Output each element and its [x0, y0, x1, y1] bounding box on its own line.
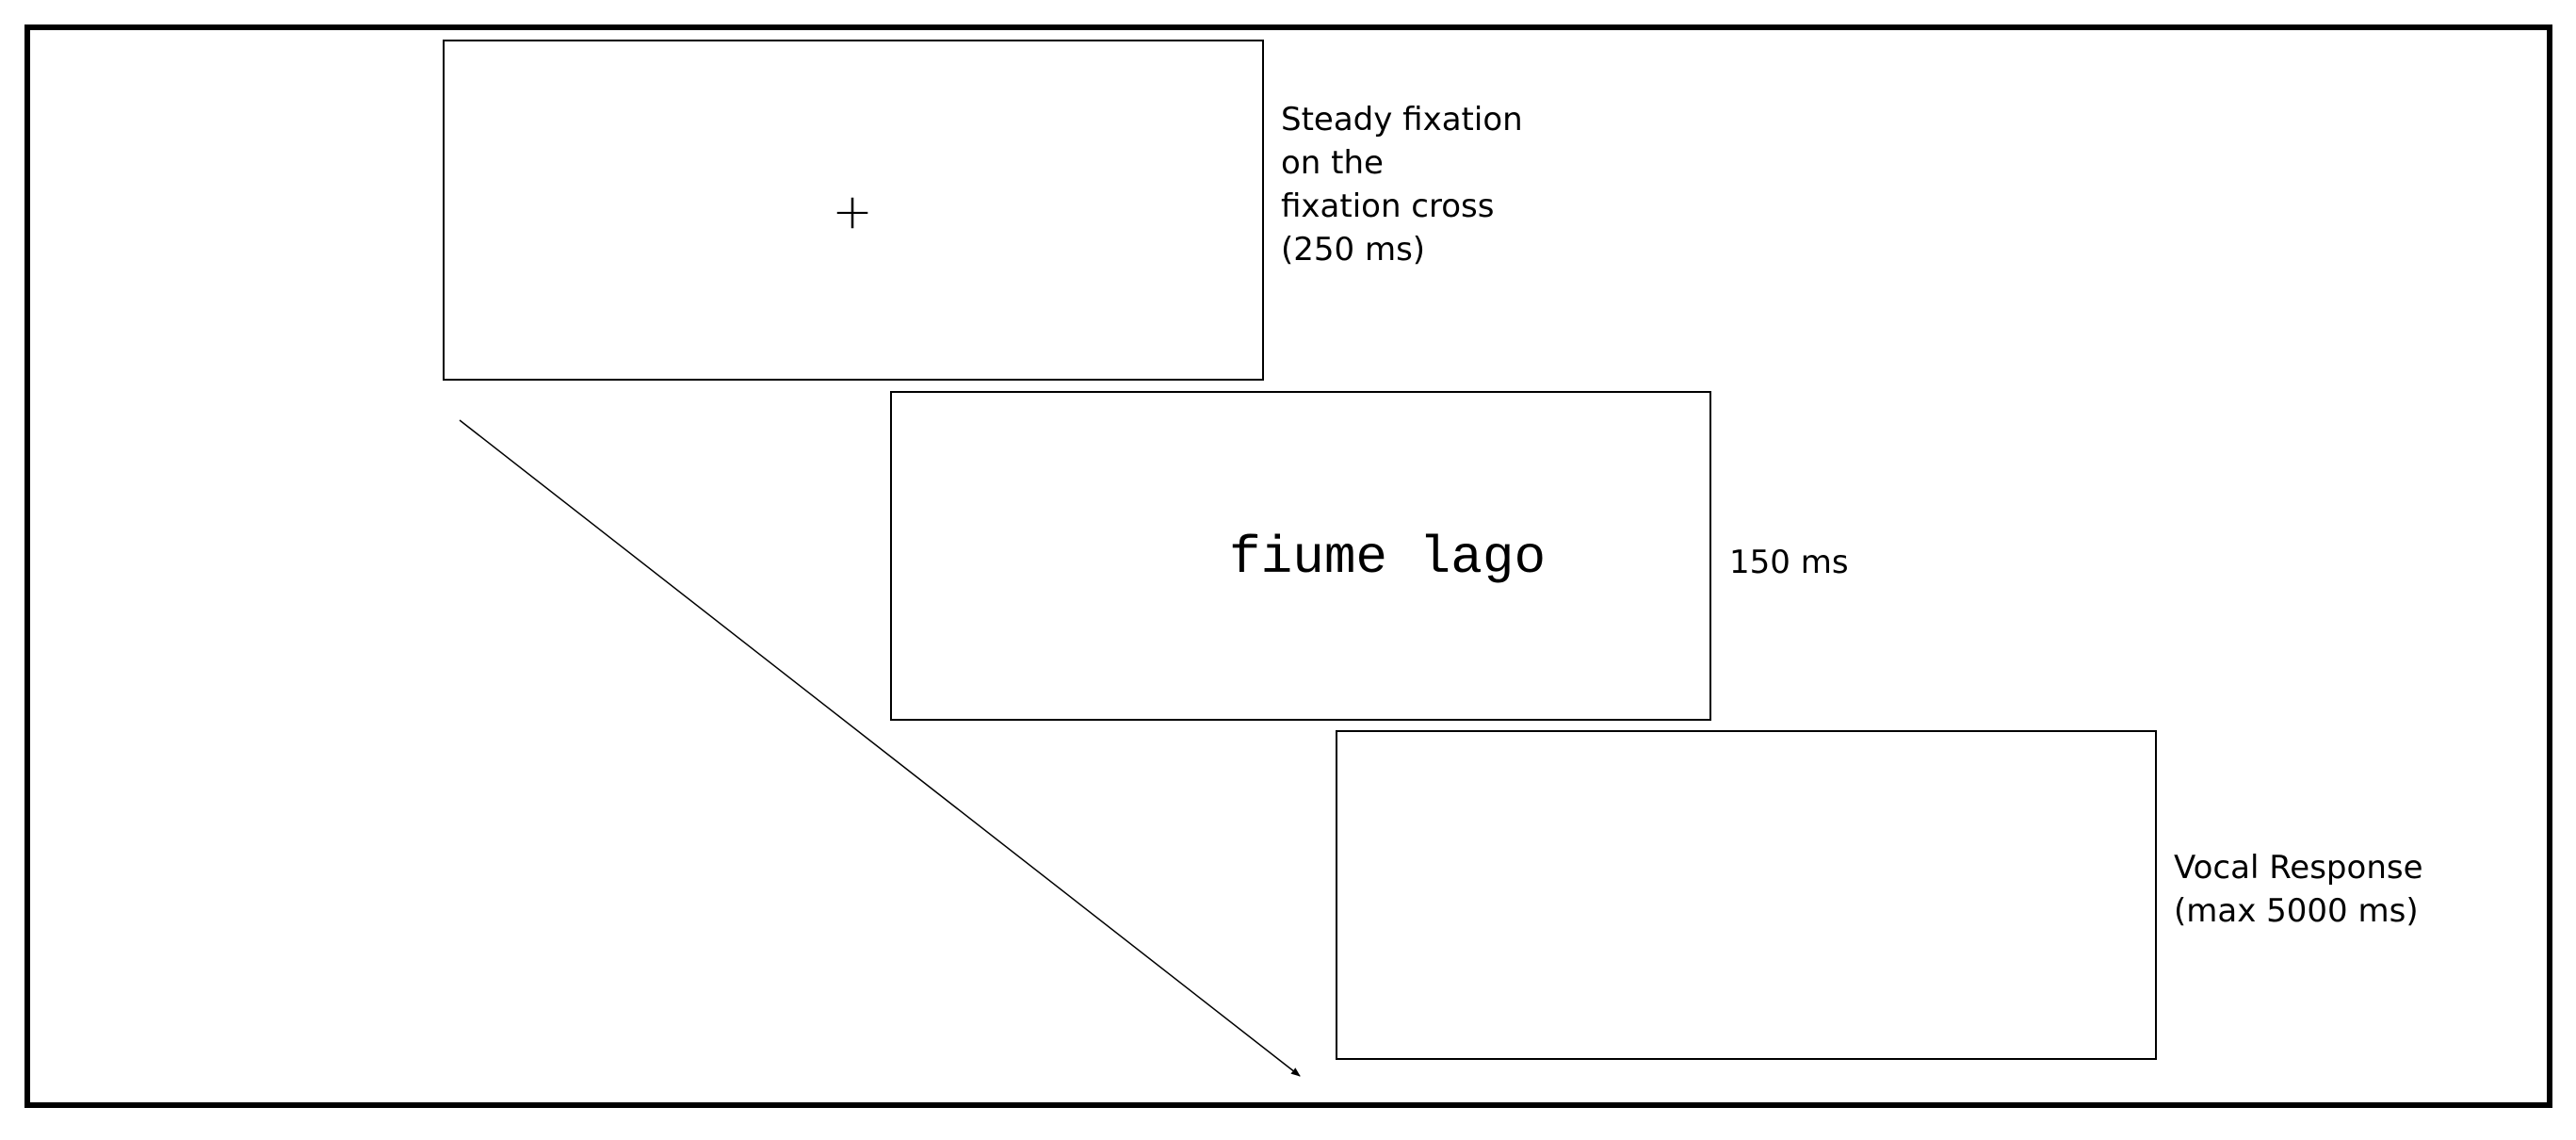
response-screen	[1336, 730, 2157, 1060]
fixation-caption-line: on the	[1281, 144, 1384, 182]
fixation-caption-line: (250 ms)	[1281, 231, 1426, 269]
response-caption-line: Vocal Response	[2174, 849, 2423, 887]
fixation-caption: Steady fixation on the fixation cross (2…	[1281, 98, 1592, 271]
fixation-cross: +	[832, 184, 873, 240]
fixation-screen	[443, 40, 1264, 381]
stimulus-duration-caption: 150 ms	[1729, 541, 1918, 584]
word-pair-stimulus: fiume lago	[1229, 528, 1547, 588]
fixation-caption-line: Steady fixation	[1281, 101, 1523, 138]
stimulus-duration-text: 150 ms	[1729, 544, 1849, 581]
response-caption-line: (max 5000 ms)	[2174, 892, 2419, 930]
response-caption: Vocal Response (max 5000 ms)	[2174, 846, 2475, 933]
fixation-caption-line: fixation cross	[1281, 187, 1495, 225]
